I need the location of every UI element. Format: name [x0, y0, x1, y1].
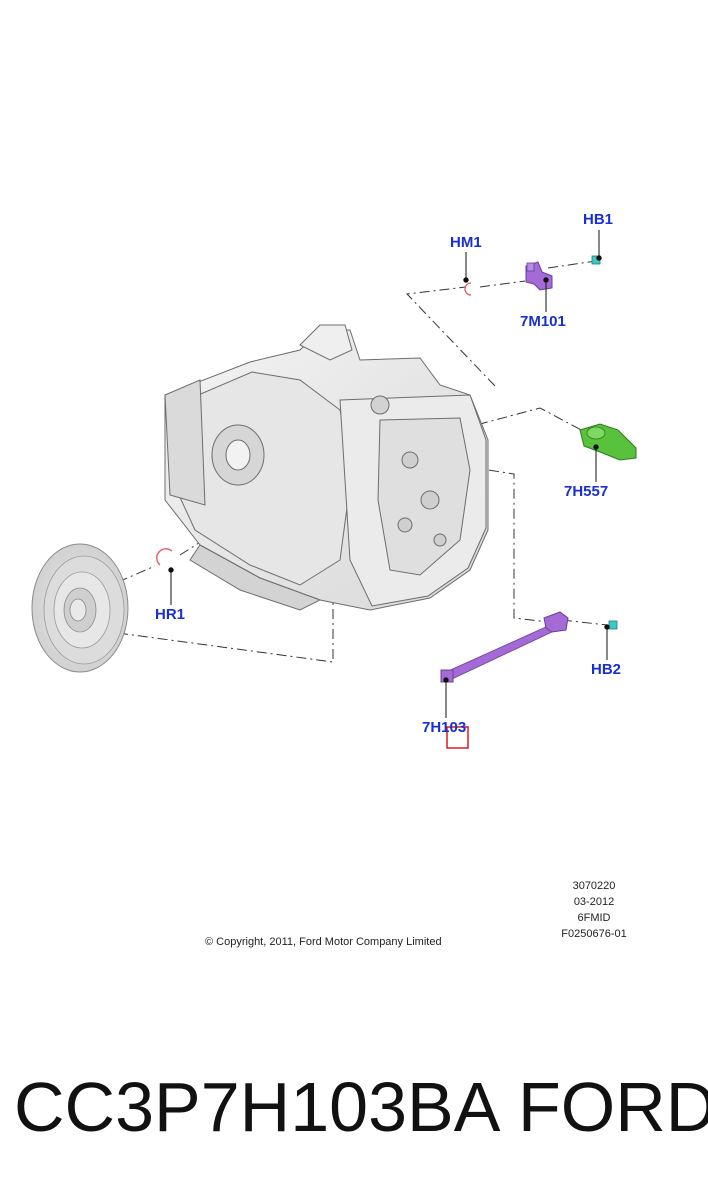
drawing-reference: F0250676-01	[561, 928, 627, 940]
sensor-7m101	[525, 261, 553, 291]
torque-converter	[31, 543, 129, 673]
exploded-parts-diagram	[31, 230, 637, 749]
sensor-7h103	[440, 611, 569, 683]
callout-pointers	[168, 230, 610, 718]
callout-7m101: 7M101	[520, 313, 566, 330]
callout-hr1: HR1	[155, 606, 186, 623]
callout-7h557: 7H557	[564, 483, 609, 500]
callout-hb2: HB2	[591, 661, 622, 678]
drawing-number: 3070220	[572, 880, 616, 892]
drawing-date: 03-2012	[573, 896, 615, 908]
callout-hm1: HM1	[450, 234, 482, 251]
callout-7h103: 7H103	[422, 719, 467, 736]
highlight-box	[446, 726, 469, 749]
bolt-hb2	[608, 620, 618, 630]
transmission-case	[164, 324, 489, 611]
brand-caption: FORD	[518, 1068, 708, 1146]
seal-ring-hm1	[464, 282, 472, 296]
drawing-code: 6FMID	[577, 912, 611, 924]
drawing-info: 3070220 03-2012 6FMID F0250676-01	[548, 878, 640, 942]
copyright-notice: © Copyright, 2011, Ford Motor Company Li…	[205, 936, 442, 948]
callout-hb1: HB1	[583, 211, 614, 228]
part-number-caption: CC3P7H103BA	[14, 1068, 501, 1146]
sensor-7h557	[579, 423, 637, 461]
seal-ring-hr1	[156, 548, 173, 566]
